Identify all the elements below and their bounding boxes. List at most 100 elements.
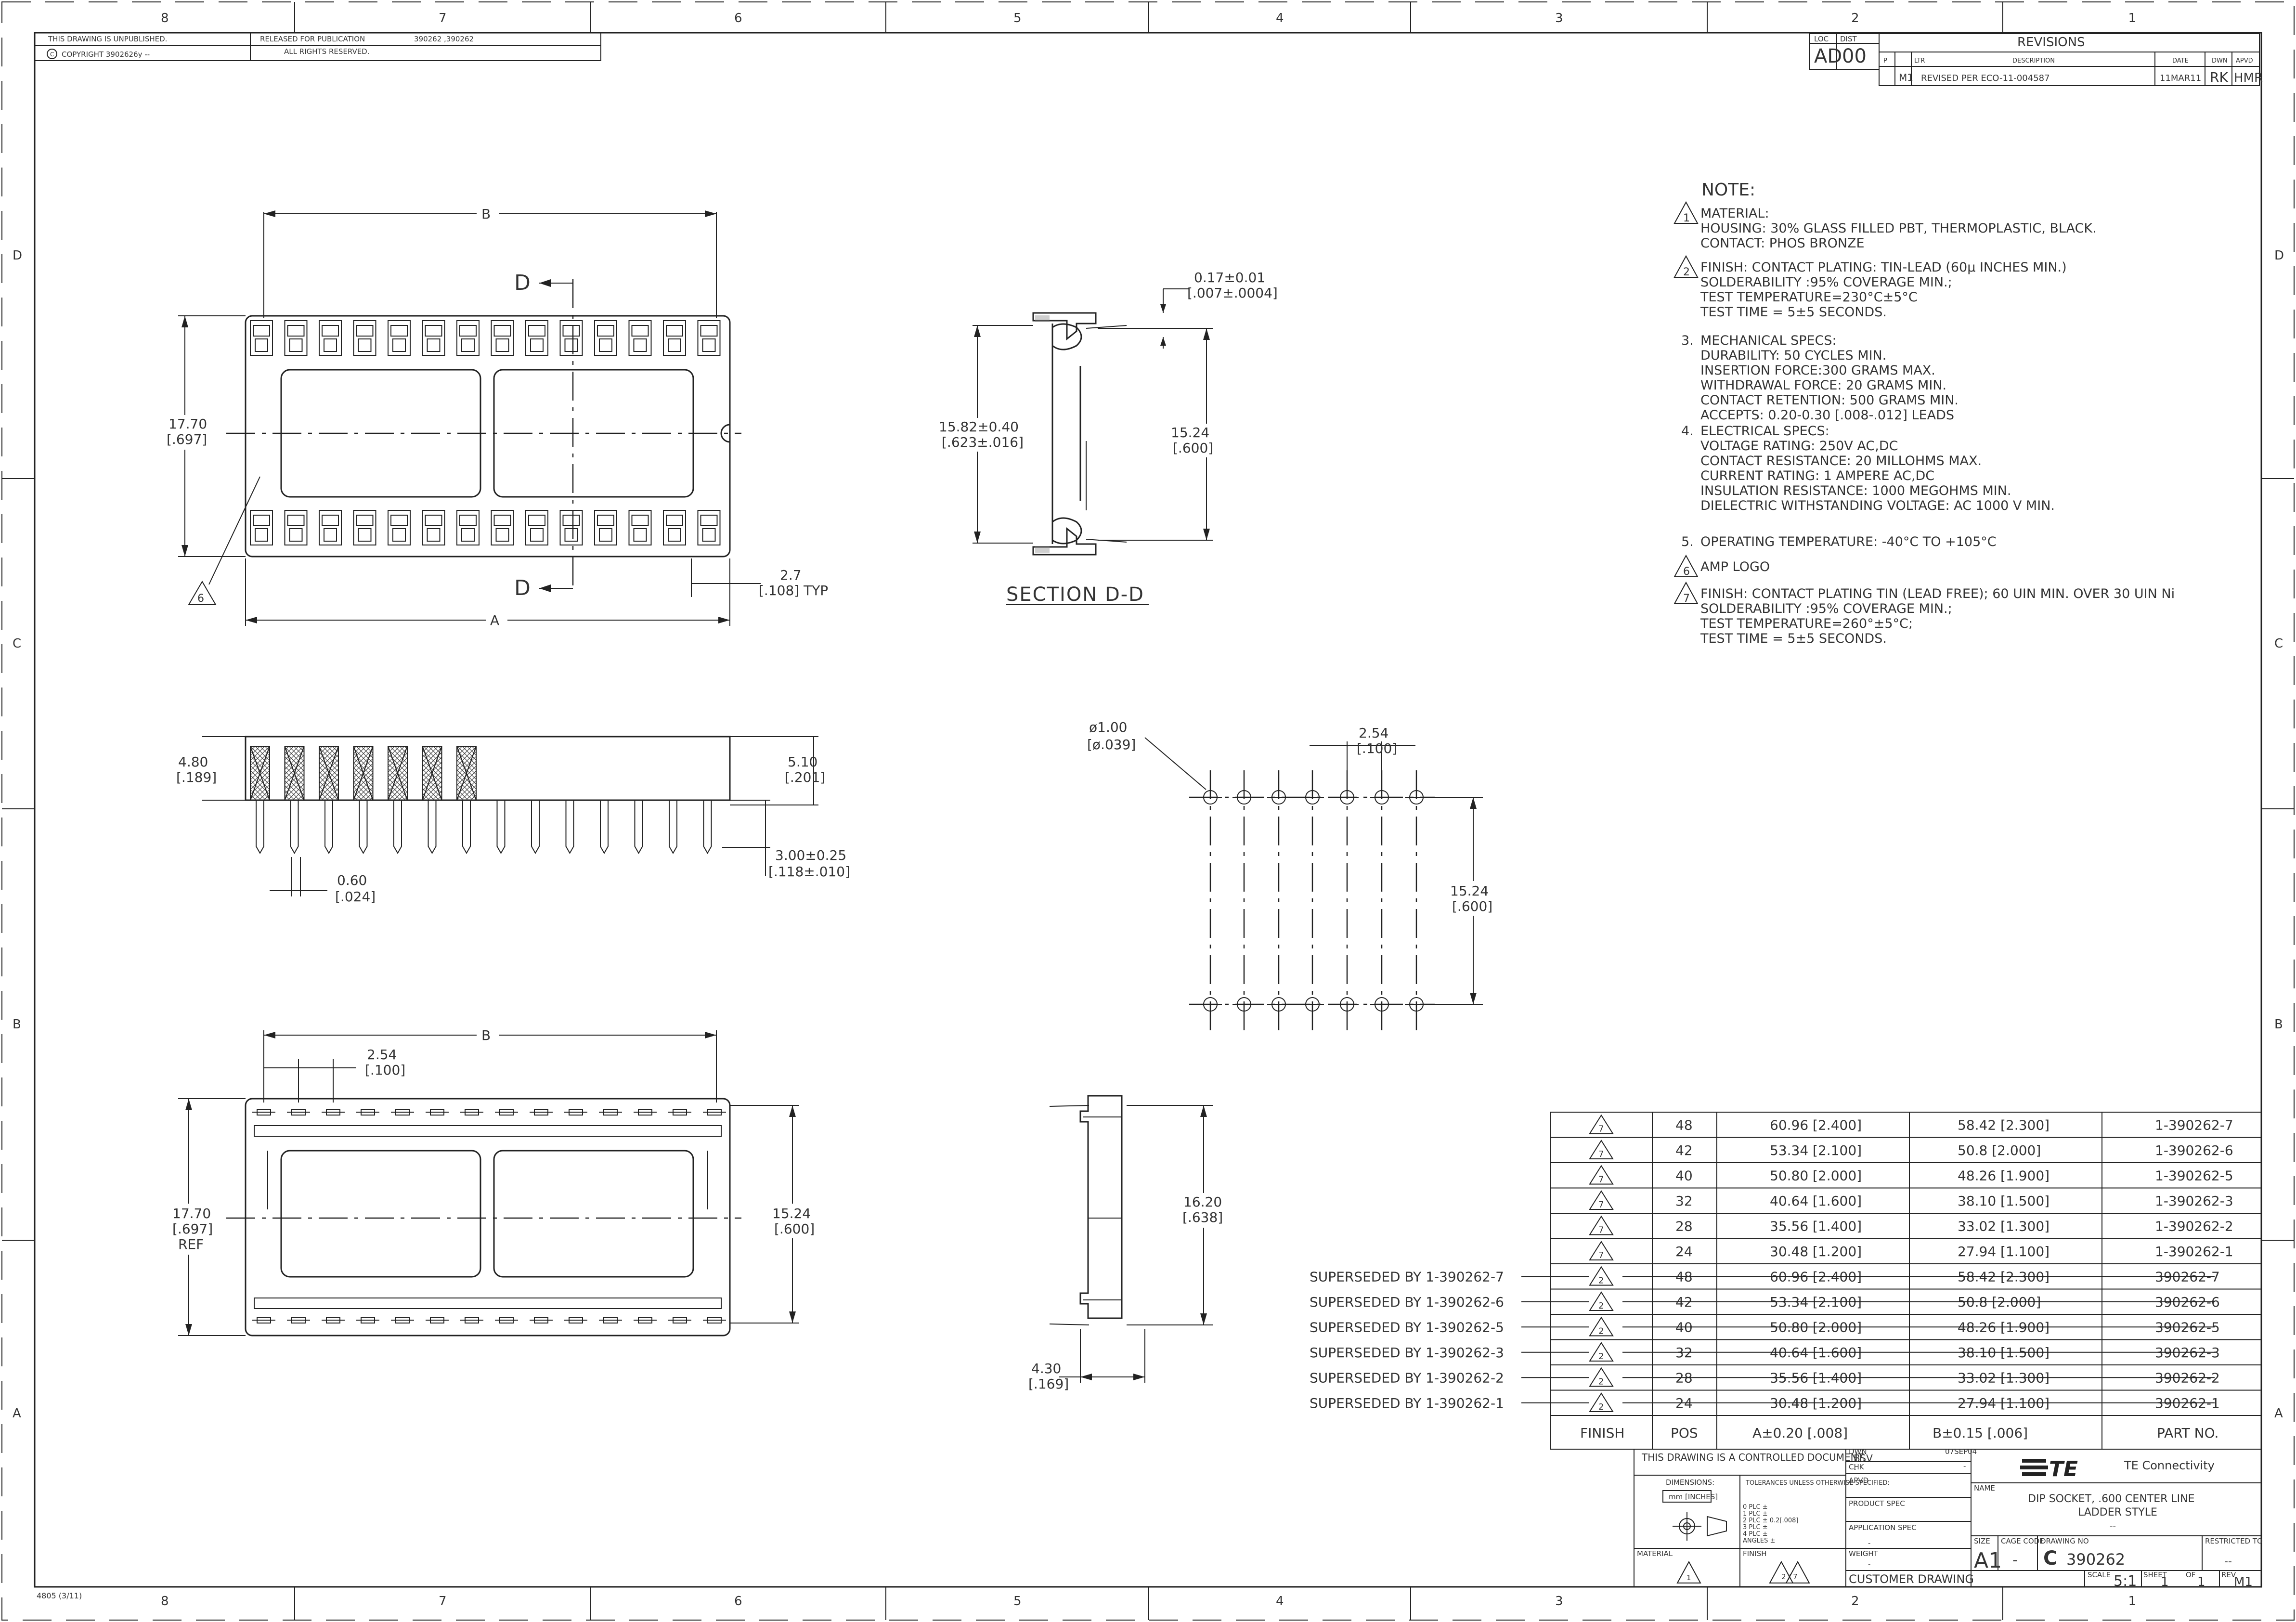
pin-lead	[324, 800, 333, 855]
b-cell: 27.94 [1.100]	[1958, 1244, 2050, 1259]
finish-triangle-icon	[1589, 1241, 1614, 1260]
contact-cell	[628, 510, 652, 545]
contact-cell	[594, 510, 617, 545]
dim-b-top: B	[481, 206, 491, 222]
contact-cell	[697, 320, 721, 356]
section-d-d: 15.82±0.40 [.623±.016] 15.24 [.600] 0.17…	[936, 270, 1278, 606]
restricted-label: RESTRICTED TO	[2205, 1537, 2263, 1545]
superseded-note: SUPERSEDED BY 1-390262-6	[1310, 1294, 1504, 1310]
note-6-marker: 6	[197, 593, 204, 605]
contact-cell	[456, 510, 480, 545]
dim-hole-diameter-in: [ø.039]	[1087, 737, 1136, 753]
chk-value: -	[1854, 1465, 1856, 1473]
contact-cell	[663, 510, 686, 545]
superseded-note: SUPERSEDED BY 1-390262-7	[1310, 1269, 1504, 1285]
drawing-name-line2: LADDER STYLE	[2078, 1506, 2157, 1518]
note-line: DIELECTRIC WITHSTANDING VOLTAGE: AC 1000…	[1700, 498, 2055, 513]
apvd-label: APVD	[1849, 1476, 1868, 1485]
material-label: MATERIAL	[1637, 1549, 1673, 1558]
dim-section-width: 15.82±0.40	[939, 419, 1019, 435]
pin-lead	[359, 800, 368, 855]
dim-contact-thickness: 0.17±0.01	[1194, 270, 1265, 285]
scale-value: 5:1	[2114, 1573, 2137, 1590]
superseded-note: SUPERSEDED BY 1-390262-1	[1310, 1395, 1504, 1411]
note-line: CONTACT RESISTANCE: 20 MILLOHMS MAX.	[1700, 454, 1982, 468]
b-cell: 58.42 [2.300]	[1958, 1117, 2050, 1133]
zone-row-left: A	[13, 1406, 21, 1421]
zone-col-top: 2	[1851, 11, 1859, 26]
pos-cell: 48	[1675, 1117, 1693, 1133]
finish-marker: 7	[1598, 1250, 1604, 1260]
note-marker: 6	[1683, 566, 1690, 578]
rev-header: DWN	[2212, 57, 2228, 65]
finish-triangle-icon	[1589, 1165, 1614, 1185]
released-text: RELEASED FOR PUBLICATION	[260, 35, 365, 43]
b-cell: 48.26 [1.900]	[1958, 1168, 2050, 1183]
note-line: WITHDRAWAL FORCE: 20 GRAMS MIN.	[1700, 378, 1946, 393]
note-line: ACCEPTS: 0.20-0.30 [.008-.012] LEADS	[1700, 408, 1954, 423]
pin-lead	[290, 800, 299, 855]
dwg-number: 390262	[2066, 1550, 2125, 1569]
note-line: TEST TIME = 5±5 SECONDS.	[1700, 305, 1887, 320]
loc-label: LOC	[1814, 35, 1829, 43]
section-d-top: D	[514, 271, 531, 295]
finish-triangle-icon	[1589, 1392, 1614, 1412]
dim-side-overall-in: [.201]	[785, 769, 825, 785]
note-triangle-icon	[1673, 581, 1699, 604]
superseded-note: SUPERSEDED BY 1-390262-3	[1310, 1345, 1504, 1361]
rev-label: REV	[2221, 1570, 2236, 1579]
table-header: FINISH	[1580, 1425, 1624, 1441]
dim-row-spacing: 15.24	[1450, 883, 1489, 899]
dwn-value: BSV	[1854, 1453, 1873, 1464]
pin-lead	[256, 800, 264, 855]
dim-b-bottom: B	[481, 1027, 491, 1043]
size-label: SIZE	[1974, 1537, 1990, 1545]
note-line: MECHANICAL SPECS:	[1700, 333, 1837, 348]
finish-triangle-icon	[1589, 1190, 1614, 1210]
note-marker: 4.	[1681, 424, 1694, 439]
note-marker: 5.	[1681, 534, 1694, 549]
zone-col-top: 7	[439, 11, 447, 26]
dim-row-pitch-bottom: 15.24	[772, 1206, 811, 1221]
contact-cell	[284, 510, 308, 545]
dim-pin-length: 3.00±0.25	[775, 847, 846, 863]
finish-marker: 7	[1598, 1124, 1604, 1134]
rev-header: DATE	[2172, 57, 2189, 65]
pos-cell: 32	[1675, 1193, 1693, 1209]
rev-description: REVISED PER ECO-11-004587	[1921, 73, 2050, 83]
name-label: NAME	[1974, 1484, 1995, 1492]
contact-cell	[594, 320, 617, 356]
contact-cell	[663, 320, 686, 356]
pin-lead	[496, 800, 506, 855]
pos-cell: 24	[1675, 1244, 1693, 1259]
dim-end-width: 4.30	[1031, 1361, 1061, 1376]
a-cell: 53.34 [2.100]	[1770, 1142, 1862, 1158]
dim-typ: 2.7	[780, 567, 802, 583]
contact-cell	[319, 320, 342, 356]
zone-row-right: B	[2274, 1017, 2283, 1032]
dim-height-ref: REF	[178, 1236, 204, 1252]
pin-lead	[600, 800, 609, 855]
zone-col-bottom: 6	[734, 1594, 742, 1609]
cage-value: -	[2012, 1552, 2018, 1569]
contact-cell	[319, 510, 342, 545]
note-line: OPERATING TEMPERATURE: -40°C TO +105°C	[1700, 534, 1997, 549]
dist-label: DIST	[1840, 35, 1857, 43]
table-header: POS	[1671, 1425, 1698, 1441]
weight-value: -	[1868, 1560, 1870, 1569]
side-view: 4.80 [.189] 5.10 [.201] 3.00±0.25 [.118±…	[176, 736, 850, 905]
a-cell: 30.48 [1.200]	[1770, 1244, 1862, 1259]
zone-col-top: 4	[1276, 11, 1284, 26]
part-no-cell: 1-390262-6	[2155, 1142, 2233, 1158]
dim-side-overall: 5.10	[788, 754, 817, 770]
part-no-cell: 1-390262-1	[2155, 1244, 2233, 1259]
table-header: PART NO.	[2157, 1425, 2218, 1441]
finish-triangle-icon	[1589, 1291, 1614, 1311]
a-cell: 40.64 [1.600]	[1770, 1193, 1862, 1209]
pos-cell: 42	[1675, 1142, 1693, 1158]
unpublished-text: THIS DRAWING IS UNPUBLISHED.	[48, 35, 167, 43]
contact-cell	[284, 320, 308, 356]
